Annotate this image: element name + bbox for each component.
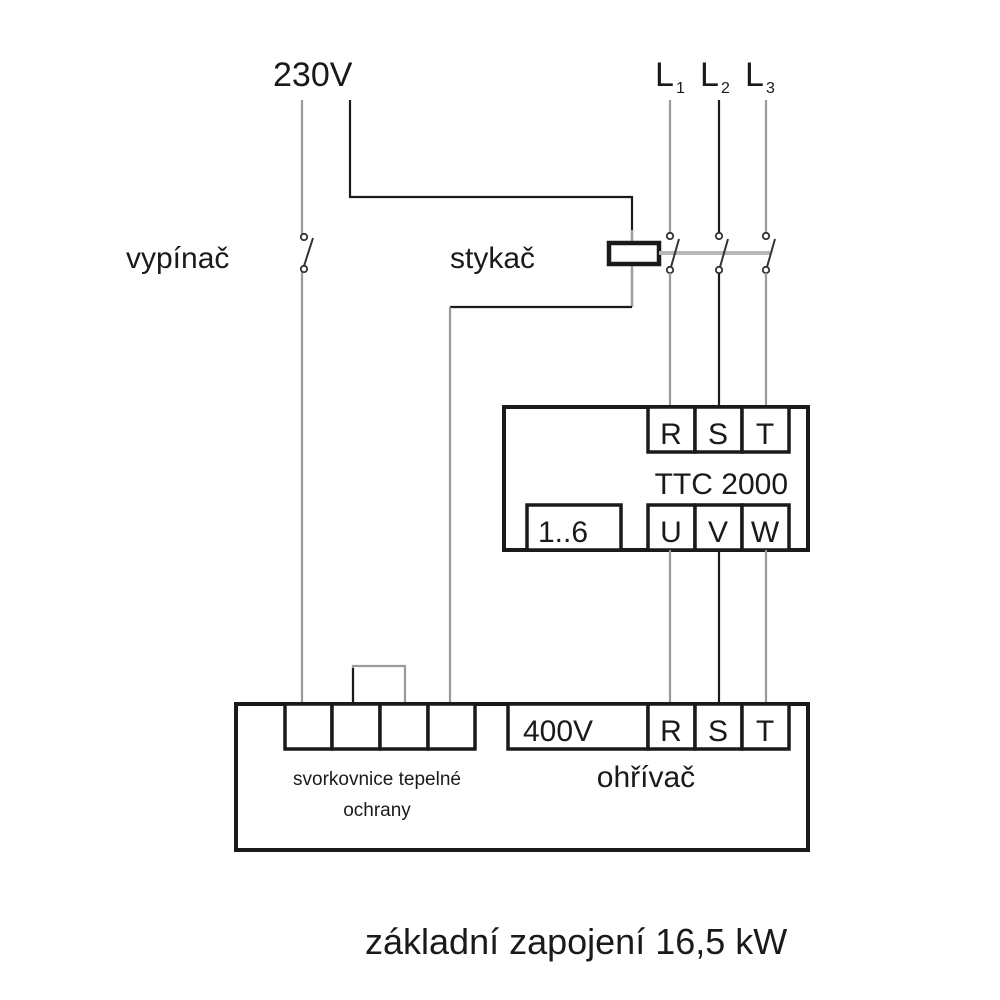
label-phase-l2: L 2: [700, 56, 730, 97]
contact-blade: [766, 238, 776, 268]
phase-letter: L: [655, 56, 674, 94]
contact-node-bottom: [714, 265, 724, 275]
thermal-terminal-1: [283, 702, 334, 751]
ttc-terminal-u-label: U: [660, 516, 682, 549]
heater-phase-terminals: R S T: [646, 702, 791, 751]
heater-terminal-s-label: S: [708, 715, 728, 748]
ttc-input-terminals: R S T: [646, 405, 791, 454]
ttc-terminal-t-label: T: [756, 418, 774, 451]
thermal-jumper: [351, 664, 407, 706]
diagram-caption: základní zapojení 16,5 kW: [365, 921, 787, 962]
contact-node-bottom: [761, 265, 771, 275]
switch-node-bottom: [299, 264, 309, 274]
ttc-step-terminal: [525, 503, 623, 552]
phase-letter: L: [745, 56, 764, 94]
contactor-coil: [606, 240, 662, 267]
contact-node-bottom: [665, 265, 675, 275]
contact-blade: [719, 238, 729, 268]
ttc-controller: R S T TTC 2000 U V W 1..6: [502, 405, 810, 552]
switch-blade: [303, 237, 314, 267]
contact-blade: [670, 238, 680, 268]
thermal-terminal-2: [330, 702, 382, 751]
phase-letter: L: [700, 56, 719, 94]
label-phase-l1: L 1: [655, 56, 685, 97]
ttc-terminal-v-label: V: [708, 516, 728, 549]
contact-l3: [761, 231, 776, 275]
ttc-terminal-s-label: S: [708, 418, 728, 451]
thermal-terminal-3: [378, 702, 430, 751]
phase-index: 3: [766, 80, 775, 97]
label-230v: 230V: [273, 56, 353, 94]
contact-node-top: [665, 231, 675, 241]
heater-terminal-t-label: T: [756, 715, 774, 748]
phase-index: 2: [721, 80, 730, 97]
contactor-label: stykač: [450, 242, 535, 275]
heater: svorkovnice tepelné ochrany 400V R S T o…: [234, 702, 810, 852]
heater-terminal-r: [646, 702, 697, 751]
ttc-terminal-t: [740, 405, 791, 454]
ttc-output-terminals: U V W: [646, 503, 791, 552]
heater-terminal-t: [740, 702, 791, 751]
thermal-terminal-block: [283, 702, 477, 751]
contact-node-top: [761, 231, 771, 241]
thermal-terminal-4: [426, 702, 477, 751]
ttc-name: TTC 2000: [655, 468, 788, 501]
switch-symbol: [299, 232, 314, 274]
contact-node-top: [714, 231, 724, 241]
ttc-step-terminal-label: 1..6: [538, 516, 588, 549]
wire-230v-to-coil: [348, 100, 634, 240]
switch-node-top: [299, 232, 309, 242]
heater-voltage-label: 400V: [523, 715, 593, 748]
heater-name: ohřívač: [597, 761, 695, 794]
heater-terminal-r-label: R: [660, 715, 682, 748]
ttc-terminal-r-label: R: [660, 418, 682, 451]
ttc-terminal-w-label: W: [751, 516, 780, 549]
thermal-block-label-line1: svorkovnice tepelné: [293, 769, 461, 790]
label-phase-l3: L 3: [745, 56, 775, 97]
phase-index: 1: [676, 80, 685, 97]
switch-label: vypínač: [126, 242, 229, 275]
thermal-block-label-line2: ochrany: [343, 800, 411, 821]
